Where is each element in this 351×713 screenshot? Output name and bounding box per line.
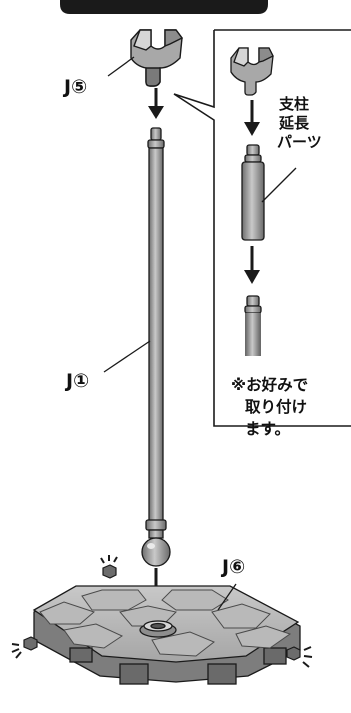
callout-arrow-2 <box>244 246 260 284</box>
extension-label-line3: パーツ <box>277 133 322 151</box>
sprue-nub-right <box>286 646 313 668</box>
holder-part <box>130 29 184 87</box>
header-bar <box>60 0 268 14</box>
callout-holder-part <box>230 47 274 96</box>
pillar-part <box>141 127 171 567</box>
pillar-leader-line <box>103 340 151 373</box>
sprue-nub-top <box>100 555 118 579</box>
base-label: J⑥ <box>222 556 246 578</box>
pillar-label: J① <box>66 370 90 392</box>
extension-label-line2: 延長 <box>279 114 310 132</box>
holder-leader-line <box>107 56 135 77</box>
extension-label-line1: 支柱 <box>279 95 310 113</box>
holder-label: J⑤ <box>64 76 88 98</box>
note-line1: ※お好みで <box>231 376 309 394</box>
extension-leader-line <box>261 167 297 203</box>
base-leader-line <box>217 583 237 611</box>
note-line3: ます。 <box>245 420 290 438</box>
callout-pillar-part <box>244 295 262 356</box>
extension-part <box>241 144 265 241</box>
sprue-nub-left <box>11 636 38 659</box>
callout-frame <box>173 29 351 427</box>
base-part <box>32 585 301 685</box>
arrow-holder-to-pillar <box>148 88 164 119</box>
callout-arrow-1 <box>244 100 260 136</box>
note-line2: 取り付け <box>245 398 308 416</box>
